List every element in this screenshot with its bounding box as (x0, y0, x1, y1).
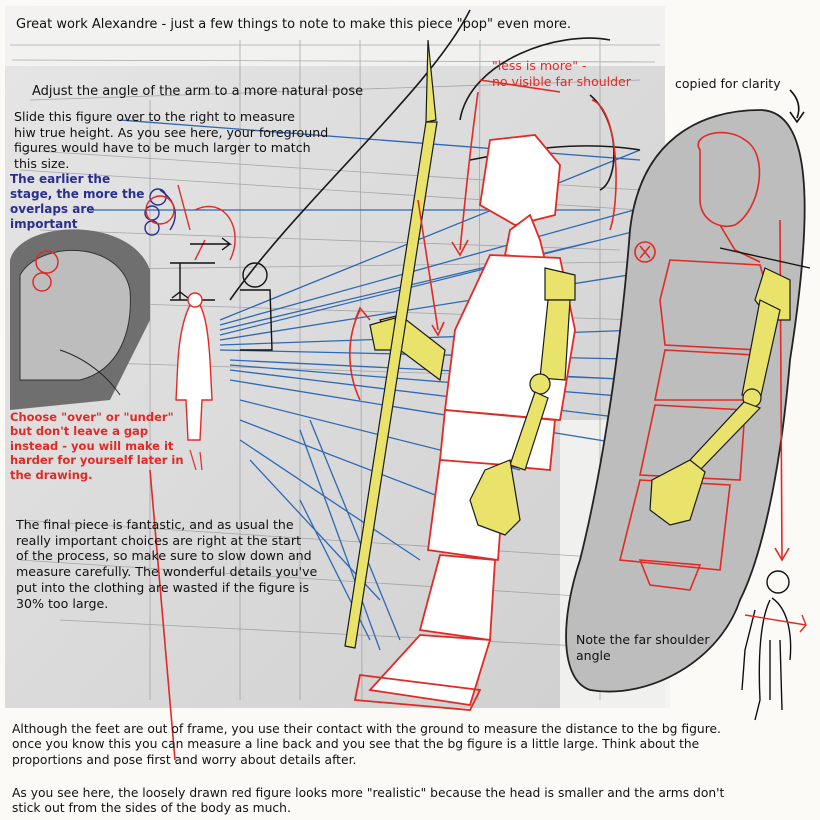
overlap-red-marks (145, 184, 236, 261)
less-is-more-note: "less is more" - no visible far shoulder (492, 58, 631, 89)
earlier-stage-note: The earlier the stage, the more the over… (10, 172, 145, 231)
over-under-note: Choose "over" or "under" but don't leave… (10, 410, 184, 482)
final-piece-note: The final piece is fantastic, and as usu… (16, 517, 318, 611)
red-arrows (149, 79, 617, 761)
arm-angle-note: Adjust the angle of the arm to a more na… (32, 84, 364, 99)
copied-arrow (789, 89, 805, 124)
far-shoulder-note: Note the far shoulder angle (576, 632, 710, 663)
copy-yellow-arm (649, 267, 791, 526)
profile-head-sketch (10, 229, 150, 410)
spear (344, 39, 438, 649)
feet-note: Although the feet are out of frame, you … (12, 722, 721, 767)
intro-note: Great work Alexandre - just a few things… (16, 17, 572, 32)
slide-figure-note: Slide this figure over to the right to m… (14, 109, 329, 172)
copied-note: copied for clarity (675, 76, 781, 91)
realistic-note: As you see here, the loosely drawn red f… (12, 786, 725, 816)
bg-figure (175, 292, 213, 471)
stick-figure (741, 570, 807, 721)
copy-black-line (719, 247, 811, 269)
